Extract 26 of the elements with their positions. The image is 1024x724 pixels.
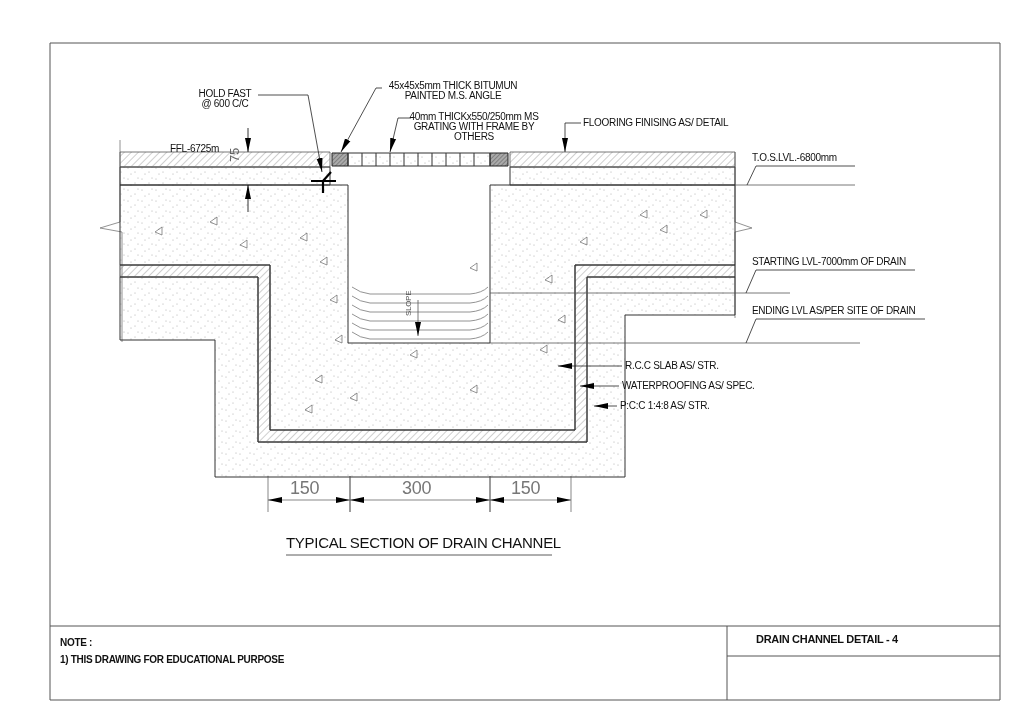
slope-text: SLOPE <box>405 290 413 316</box>
callout-text: R.C.C SLAB AS/ STR. <box>625 361 745 371</box>
dimension-text: 150 <box>511 479 541 497</box>
callout-text: WATERPROOFING AS/ SPEC. <box>622 381 762 391</box>
callout-text: FLOORING FINISING AS/ DETAIL <box>583 118 758 128</box>
callout-text: P:C:C 1:4:8 AS/ STR. <box>620 401 740 411</box>
dimension-text: 75 <box>228 148 241 162</box>
sheet-title: DRAIN CHANNEL DETAIL - 4 <box>756 634 898 645</box>
level-text: STARTING LVL-7000mm OF DRAIN <box>752 257 927 267</box>
dimension-text: 150 <box>290 479 320 497</box>
dimension-text: 300 <box>402 479 432 497</box>
level-line <box>489 342 861 344</box>
level-text: ENDING LVL AS/PER SITE OF DRAIN <box>752 306 937 316</box>
level-text: FFL-6725m <box>170 144 219 154</box>
level-text: T.O.S.LVL.-6800mm <box>752 153 872 163</box>
callout-text: 45x45x5mm THICK BITUMUN PAINTED M.S. ANGLE <box>378 81 528 101</box>
callout-text: 40mm THICKx550/250mm MS GRATING WITH FRAME BY OTHERS <box>404 112 544 142</box>
callout-text: HOLD FAST @ 600 C/C <box>193 89 257 109</box>
leader-line <box>745 269 916 294</box>
leader-line <box>746 165 856 186</box>
leader-line <box>745 318 926 344</box>
level-line <box>734 184 856 186</box>
note-text: 1) THIS DRAWING FOR EDUCATIONAL PURPOSE <box>60 655 285 665</box>
drawing-title: TYPICAL SECTION OF DRAIN CHANNEL <box>286 535 561 551</box>
note-heading: NOTE : <box>60 638 93 648</box>
level-line <box>489 292 791 294</box>
